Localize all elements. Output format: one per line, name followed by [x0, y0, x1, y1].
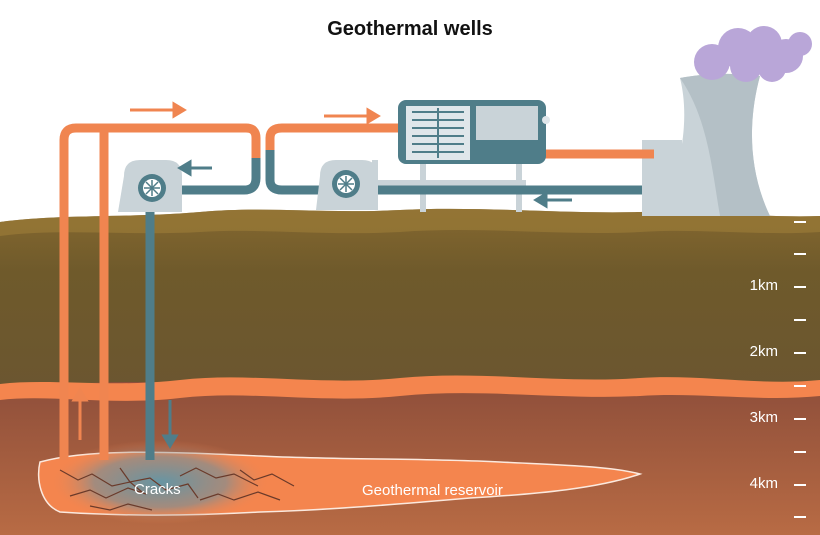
depth-label-3km: 3km	[749, 409, 778, 426]
reservoir-label: Geothermal reservoir	[362, 482, 503, 499]
depth-label-2km: 2km	[749, 343, 778, 360]
middle-pump	[316, 160, 378, 210]
steam-cloud	[694, 26, 812, 82]
depth-label-4km: 4km	[749, 475, 778, 492]
cooling-tower	[660, 73, 770, 216]
flow-arrows	[71, 101, 572, 449]
diagram-title: Geothermal wells	[327, 18, 493, 40]
hot-rock-layer	[0, 375, 820, 401]
upper-soil-layer	[0, 208, 820, 389]
heat-exchanger	[398, 100, 550, 164]
soil-crust	[0, 208, 820, 236]
cracks-glow	[50, 440, 270, 524]
cracks-lines	[59, 467, 295, 511]
depth-label-1km: 1km	[749, 277, 778, 294]
cracks-label: Cracks	[134, 481, 181, 498]
hot-pipe-system	[59, 123, 654, 460]
depth-ticks	[794, 221, 806, 518]
left-pump	[118, 160, 182, 212]
